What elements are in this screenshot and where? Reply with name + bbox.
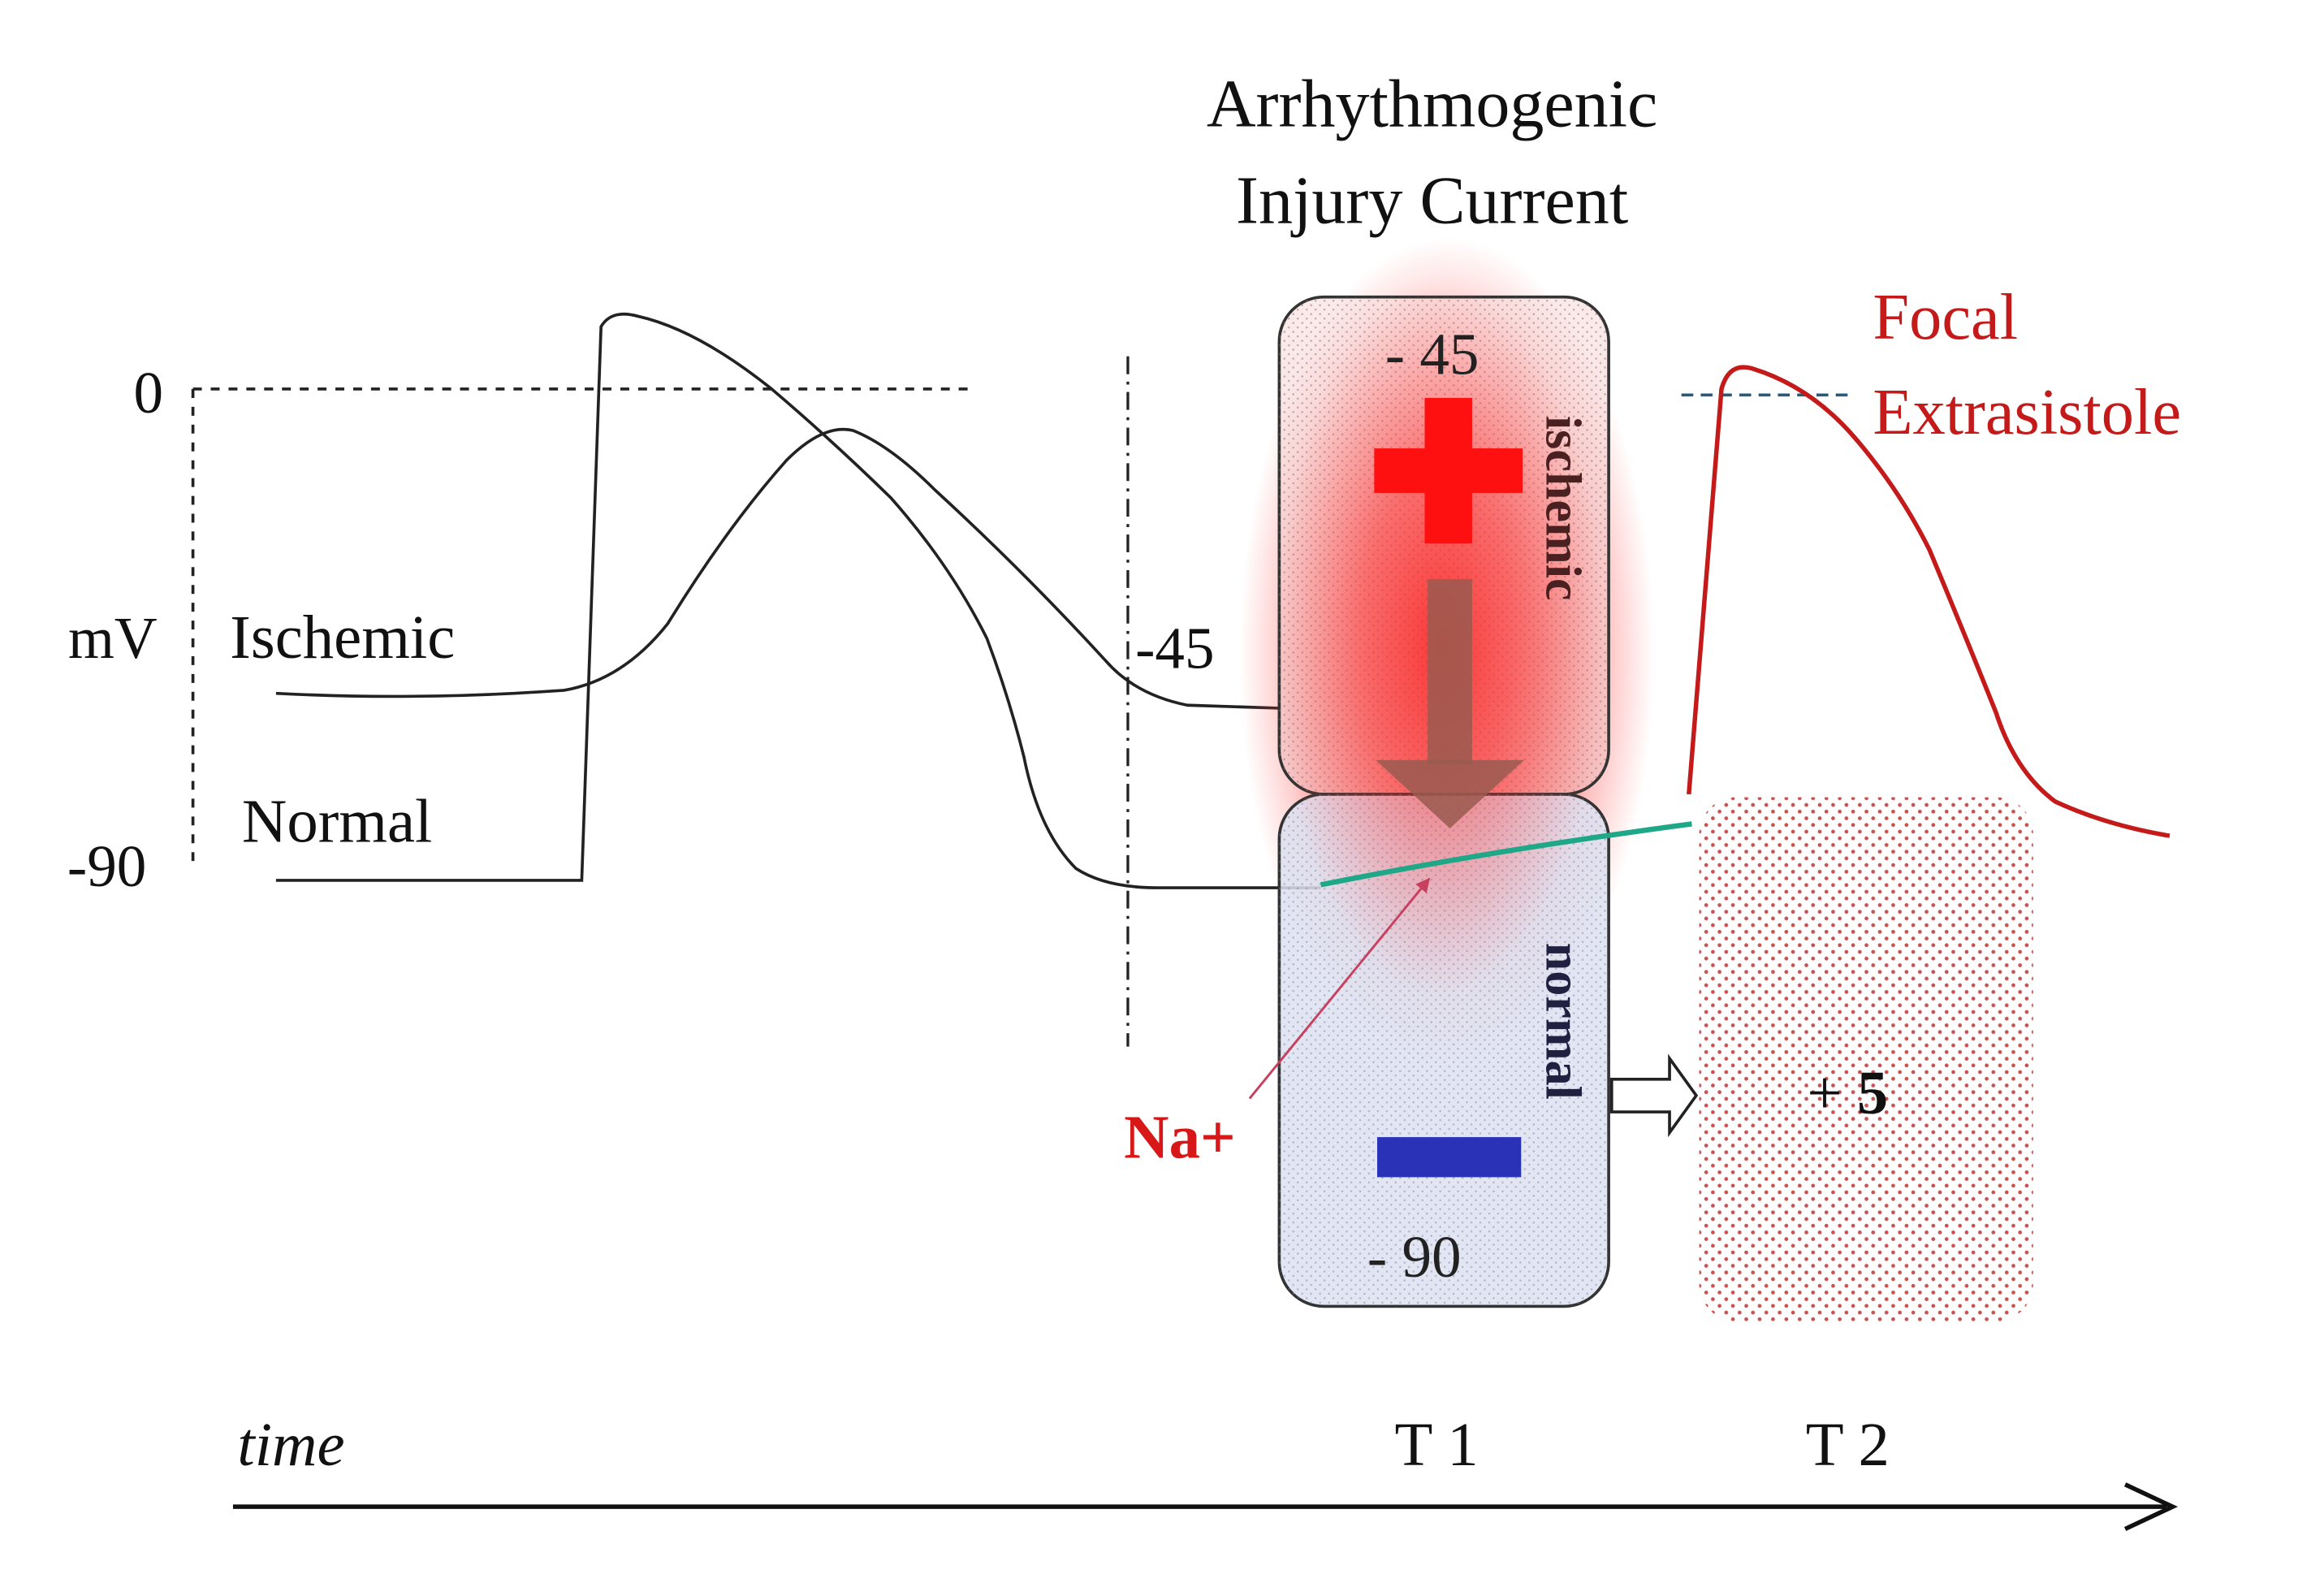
title-line-2: Injury Current xyxy=(1236,162,1628,238)
ischemic-side-label: ischemic xyxy=(1535,416,1590,601)
propagation-arrow-icon xyxy=(1609,1053,1699,1138)
extrasystole-trace xyxy=(1687,365,2171,838)
extrasystole-label-line-1: Focal xyxy=(1873,281,2018,353)
conduction-line xyxy=(1320,821,1692,888)
extrasystole-label-line-2: Extrasistole xyxy=(1873,376,2181,448)
title-line-1: Arrhythmogenic xyxy=(1207,66,1658,141)
time-axis-label: time xyxy=(237,1410,344,1479)
normal-action-potential-trace xyxy=(275,312,1321,889)
time-t2-label: T 2 xyxy=(1806,1410,1890,1479)
target-potential-value: 5 xyxy=(1857,1058,1888,1127)
time-axis-arrowhead xyxy=(2123,1482,2179,1532)
target-potential-sign: + xyxy=(1807,1058,1842,1127)
time-t1-label: T 1 xyxy=(1395,1410,1479,1479)
ischemic-level-label: -45 xyxy=(1135,616,1214,681)
down-arrow-icon xyxy=(1376,578,1524,828)
normal-trace-label: Normal xyxy=(242,786,432,855)
normal-potential: - 90 xyxy=(1367,1224,1462,1290)
ischemic-trace-label: Ischemic xyxy=(230,603,455,672)
y-tick-minus90: -90 xyxy=(67,833,146,899)
normal-side-label: normal xyxy=(1535,943,1590,1100)
ischemic-potential: - 45 xyxy=(1385,322,1479,387)
ischemic-action-potential-trace xyxy=(275,427,1280,710)
sodium-arrow xyxy=(1248,877,1431,1100)
sodium-ion-label: Na+ xyxy=(1124,1103,1236,1172)
y-tick-zero: 0 xyxy=(133,360,163,426)
minus-sign-icon xyxy=(1377,1137,1522,1178)
target-block xyxy=(1699,797,2033,1321)
target-potential: +5 xyxy=(1807,1058,1888,1127)
y-axis-unit: mV xyxy=(68,605,158,671)
plus-sign-icon xyxy=(1374,397,1523,544)
